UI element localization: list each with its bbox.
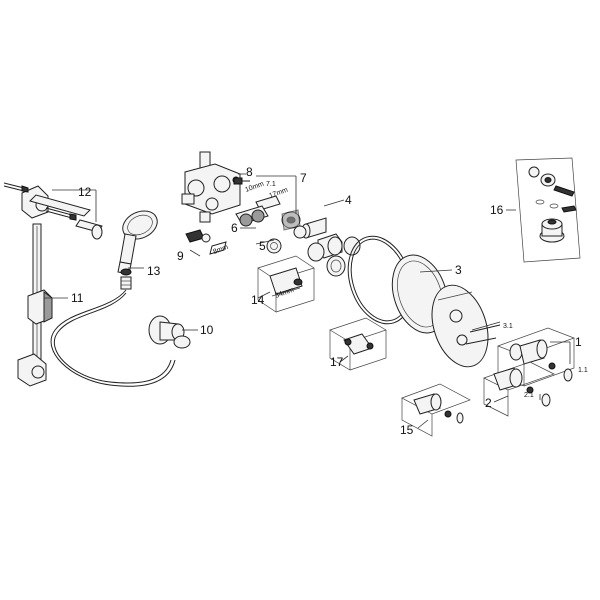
valve-body	[181, 151, 241, 223]
callout-15: 15	[400, 423, 414, 437]
wall-fixing-set	[3, 182, 103, 240]
dimension-10mm: 10mm	[244, 181, 265, 194]
spare-set-part-16	[515, 157, 581, 263]
callout-2-1: 2.1	[524, 392, 534, 399]
dimension-17mm: 17mm	[268, 187, 289, 200]
cartridge-part-17	[329, 317, 387, 371]
callout-3-1: 3.1	[503, 323, 513, 330]
check-valve-part-9	[185, 229, 227, 255]
extension-part-4	[301, 217, 343, 259]
o-rings-part-5	[266, 225, 361, 277]
callout-10: 10	[200, 323, 214, 337]
callout-1: 1	[575, 335, 582, 349]
callout-17: 17	[330, 355, 344, 369]
handle-set-part-15	[401, 383, 471, 437]
wall-outlet-elbow	[148, 315, 191, 349]
callout-12: 12	[78, 185, 92, 199]
callout-6: 6	[231, 221, 238, 235]
callout-1-1: 1.1	[578, 367, 588, 374]
dimension-8mm: 8mm	[212, 244, 229, 256]
callout-8: 8	[246, 165, 253, 179]
hand-shower	[117, 210, 158, 275]
callout-16: 16	[490, 203, 504, 217]
leader-lines	[44, 173, 571, 429]
callout-2: 2	[485, 396, 492, 410]
callout-14: 14	[251, 293, 265, 307]
shower-rail	[17, 185, 53, 387]
wall-rosette-part-3	[347, 235, 489, 368]
shower-hose	[50, 289, 176, 387]
callout-7-1: 7.1	[266, 181, 276, 188]
callout-9: 9	[177, 249, 184, 263]
cartridge-part-14	[257, 255, 315, 313]
callout-3: 3	[455, 263, 462, 277]
hose-nut	[120, 268, 132, 290]
screws-part-3-1	[465, 324, 501, 345]
spindle-part-6	[235, 205, 269, 227]
callout-11: 11	[71, 291, 84, 305]
callout-7: 7	[300, 171, 307, 185]
thermostat-handle-part-1	[496, 327, 576, 387]
callout-4: 4	[345, 193, 352, 207]
diverter-handle-part-2	[483, 361, 555, 417]
plug-part-8	[233, 177, 250, 185]
callout-13: 13	[147, 264, 161, 278]
callout-5: 5	[259, 239, 266, 253]
